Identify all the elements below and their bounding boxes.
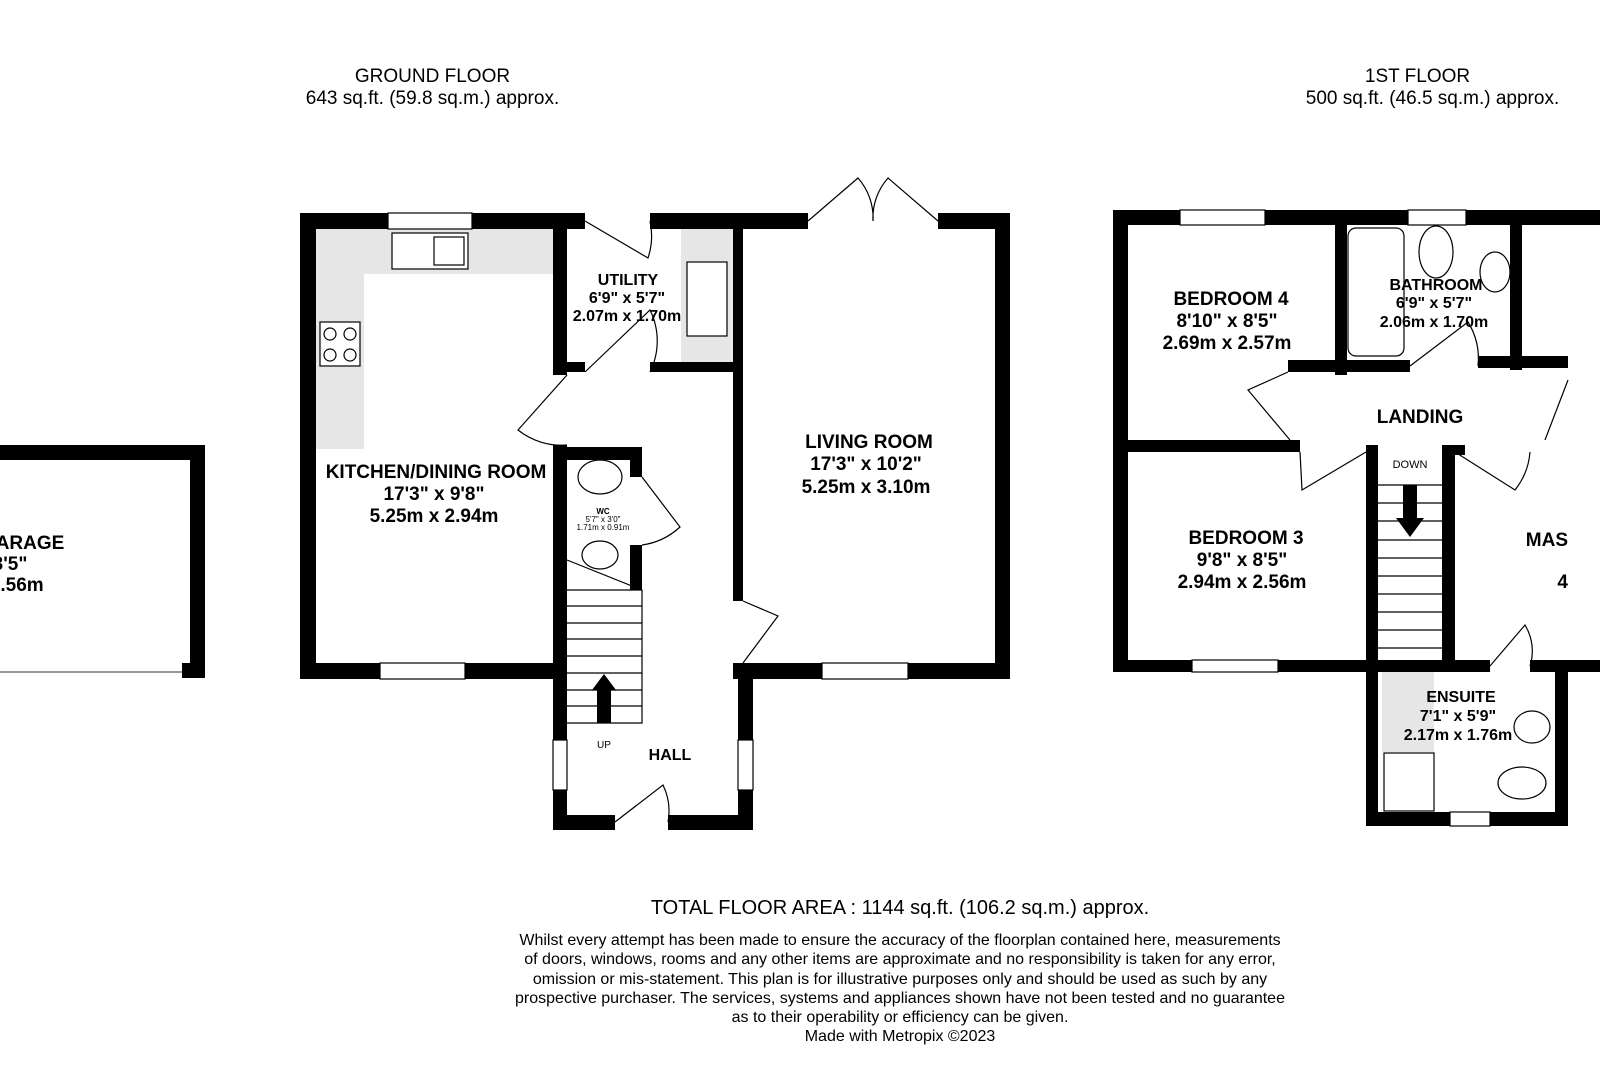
ground-floor-header: GROUND FLOOR 643 sq.ft. (59.8 sq.m.) app… <box>260 66 605 110</box>
garage-name: ARAGE <box>0 533 64 554</box>
first-floor-area: 500 sq.ft. (46.5 sq.m.) approx. <box>1305 88 1560 109</box>
master-name: MAS <box>1526 530 1568 551</box>
shower-icon <box>1383 752 1435 812</box>
ensuite-toilet-icon <box>1497 766 1547 800</box>
bedroom4-imperial: 8'10" x 8'5" <box>1176 311 1277 332</box>
ground-floor-walls <box>300 213 1010 830</box>
bedroom3-imperial: 9'8" x 8'5" <box>1197 550 1287 571</box>
bedroom4-name: BEDROOM 4 <box>1173 289 1289 310</box>
disclaimer-line: omission or mis-statement. This plan is … <box>532 970 1268 988</box>
wc-toilet-icon <box>581 540 619 570</box>
disclaimer-line: as to their operability or efficiency ca… <box>731 1009 1069 1027</box>
ensuite-name: ENSUITE <box>1426 689 1496 706</box>
bedroom3-name: BEDROOM 3 <box>1188 528 1303 549</box>
ground-floor-title: GROUND FLOOR <box>354 66 511 87</box>
doors <box>517 177 1569 823</box>
garage-walls <box>0 445 205 678</box>
living-metric: 5.25m x 3.10m <box>802 477 931 498</box>
wc-name: WC <box>596 507 610 516</box>
garage-metric: .56m <box>0 575 43 596</box>
kitchen-imperial: 17'3" x 9'8" <box>383 484 484 505</box>
windows <box>379 209 1491 827</box>
fixtures <box>319 225 1551 812</box>
master-metric: 4 <box>1557 572 1568 593</box>
hall-name: HALL <box>649 747 692 764</box>
bathroom-metric: 2.06m x 1.70m <box>1380 314 1489 331</box>
living-name: LIVING ROOM <box>805 432 933 453</box>
stairs-down-label: DOWN <box>1393 459 1428 471</box>
disclaimer-line: prospective purchaser. The services, sys… <box>515 989 1285 1007</box>
kitchen-metric: 5.25m x 2.94m <box>370 506 499 527</box>
bathroom-name: BATHROOM <box>1389 277 1482 294</box>
bath-basin-icon <box>1479 251 1511 293</box>
landing-name: LANDING <box>1377 407 1464 428</box>
garage-imperial: 3'5" <box>0 554 27 575</box>
disclaimer-line: Whilst every attempt has been made to en… <box>519 932 1281 949</box>
first-floor-header: 1ST FLOOR 500 sq.ft. (46.5 sq.m.) approx… <box>1260 66 1600 110</box>
wc-imperial: 5'7" x 3'0" <box>586 515 621 524</box>
wc-metric: 1.71m x 0.91m <box>577 523 630 532</box>
first-floor-walls <box>1113 210 1600 826</box>
disclaimer-line: of doors, windows, rooms and any other i… <box>524 951 1276 969</box>
utility-sink-icon <box>686 261 728 337</box>
ensuite-basin-icon <box>1513 710 1551 744</box>
bedroom4-metric: 2.69m x 2.57m <box>1163 333 1292 354</box>
bedroom3-metric: 2.94m x 2.56m <box>1178 572 1307 593</box>
ensuite-imperial: 7'1" x 5'9" <box>1420 708 1496 725</box>
total-floor-area: TOTAL FLOOR AREA : 1144 sq.ft. (106.2 sq… <box>650 897 1150 919</box>
kitchen-name: KITCHEN/DINING ROOM <box>326 462 547 483</box>
disclaimer: Whilst every attempt has been made to en… <box>400 931 1400 1047</box>
bath-icon <box>1347 227 1405 357</box>
utility-metric: 2.07m x 1.70m <box>573 308 682 325</box>
ground-floor-area: 643 sq.ft. (59.8 sq.m.) approx. <box>305 88 560 109</box>
arrow-down-icon <box>1396 485 1424 537</box>
living-imperial: 17'3" x 10'2" <box>810 454 922 475</box>
wc-basin-icon <box>577 459 623 495</box>
ensuite-metric: 2.17m x 1.76m <box>1404 727 1513 744</box>
first-floor-title: 1ST FLOOR <box>1364 66 1471 87</box>
stairs-up-label: UP <box>597 740 611 751</box>
bathroom-imperial: 6'9" x 5'7" <box>1396 295 1472 312</box>
utility-imperial: 6'9" x 5'7" <box>589 290 665 307</box>
arrow-up-icon <box>592 674 616 723</box>
credit: Made with Metropix ©2023 <box>804 1028 996 1046</box>
utility-name: UTILITY <box>598 272 659 289</box>
bath-toilet-icon <box>1418 225 1454 279</box>
